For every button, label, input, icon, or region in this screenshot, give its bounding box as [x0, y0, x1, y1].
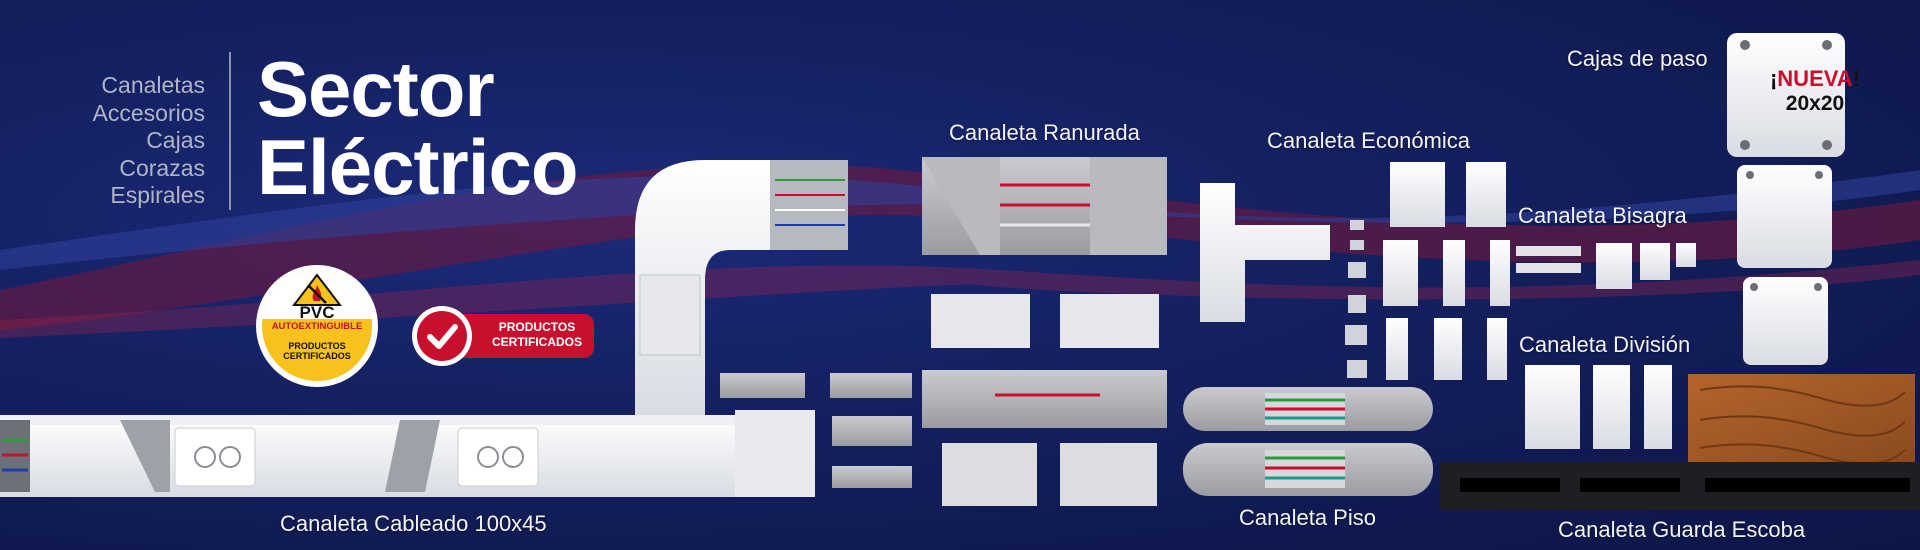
- canaleta-economica-illustration: [1200, 162, 1506, 378]
- category-espirales: Espirales: [110, 182, 205, 208]
- cert-line-2: CERTIFICADOS: [492, 335, 582, 349]
- canaleta-guarda-escoba-illustration: [1440, 374, 1920, 510]
- label-canaleta-economica: Canaleta Económica: [1267, 128, 1471, 153]
- label-canaleta-ranurada: Canaleta Ranurada: [949, 120, 1140, 145]
- nueva-size: 20x20: [1785, 92, 1845, 115]
- canaleta-cableado-illustration: [0, 160, 848, 497]
- label-canaleta-guarda-escoba: Canaleta Guarda Escoba: [1558, 517, 1806, 542]
- label-canaleta-cableado: Canaleta Cableado 100x45: [280, 511, 547, 536]
- certified-badge: PRODUCTOS CERTIFICADOS: [412, 306, 594, 366]
- label-canaleta-piso: Canaleta Piso: [1239, 505, 1376, 530]
- pvc-subtitle: AUTOEXTINGUIBLE: [271, 321, 363, 332]
- canaleta-division-illustration: [1525, 365, 1672, 449]
- pvc-line-2: CERTIFICADOS: [283, 351, 351, 361]
- nueva-label: ¡NUEVA! 20x20: [1735, 66, 1895, 116]
- checkmark-icon: [427, 324, 458, 349]
- canaleta-bisagra-illustration: [1383, 240, 1696, 380]
- canaleta-piso-illustration: [1183, 387, 1433, 496]
- category-corazas: Corazas: [119, 154, 205, 181]
- pvc-title: PVC: [299, 303, 335, 322]
- cajas-de-paso-illustration: [1727, 33, 1845, 365]
- category-cajas: Cajas: [146, 127, 205, 153]
- page-title: Sector Eléctrico: [257, 45, 578, 211]
- nueva-excl-close: !: [1852, 66, 1861, 91]
- accessories-illustration: [720, 373, 912, 488]
- title-line-1: Sector: [257, 45, 495, 133]
- cert-line-1: PRODUCTOS: [498, 320, 576, 334]
- category-accesorios: Accesorios: [92, 99, 205, 126]
- label-canaleta-division: Canaleta División: [1519, 332, 1691, 357]
- header-divider: [229, 52, 231, 210]
- nueva-excl-open: ¡: [1769, 66, 1778, 91]
- category-list: Canaletas Accesorios Cajas Corazas Espir…: [60, 72, 205, 210]
- fire-warning-icon: [292, 273, 342, 306]
- label-cajas-de-paso: Cajas de paso: [1567, 46, 1708, 71]
- pvc-line-1: PRODUCTOS: [288, 341, 346, 351]
- canaleta-ranurada-illustration: [922, 157, 1167, 506]
- pvc-badge: PVC AUTOEXTINGUIBLE PRODUCTOS CERTIFICAD…: [256, 265, 378, 387]
- category-canaletas: Canaletas: [101, 72, 205, 98]
- nueva-word: NUEVA: [1777, 66, 1853, 91]
- label-canaleta-bisagra: Canaleta Bisagra: [1518, 203, 1687, 228]
- title-line-2: Eléctrico: [257, 123, 578, 211]
